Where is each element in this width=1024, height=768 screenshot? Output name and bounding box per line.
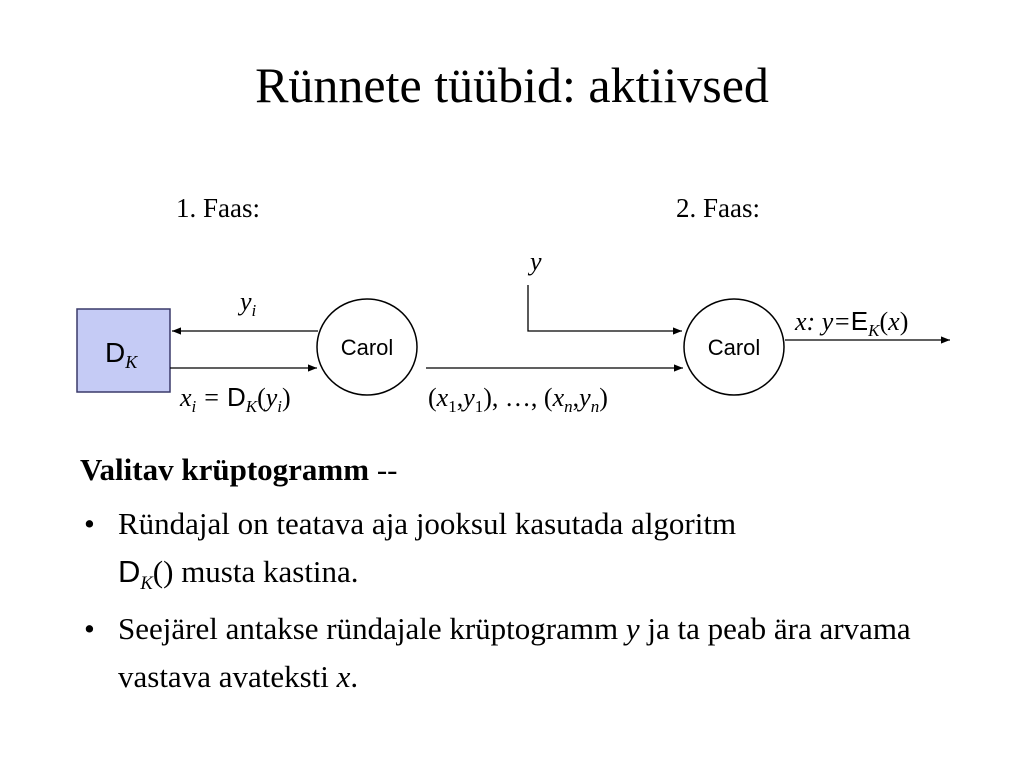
- bullet-1-text-end: () musta kastina.: [152, 553, 359, 589]
- right-carol-node: [683, 298, 785, 396]
- section-heading-text: Valitav krüptogramm: [80, 452, 370, 487]
- oracle-label: DK: [105, 337, 138, 372]
- bullet-2-text-mid: ja ta peab ära arvama vastava avateksti: [118, 610, 911, 694]
- oracle-box: [76, 308, 171, 393]
- ciphertext-input-label: y: [527, 247, 542, 276]
- bullet-2-var-x: x: [336, 658, 351, 694]
- section-heading-suffix: --: [369, 452, 398, 487]
- bullet-2-text-end: .: [350, 658, 359, 694]
- bullet-item-2: • Seejärel antakse ründajale krüptogramm…: [80, 605, 980, 701]
- bullet-2-var-y: y: [625, 610, 640, 646]
- bullet-item-1: • Ründajal on teatava aja jooksul kasuta…: [80, 500, 980, 599]
- section-heading: Valitav krüptogramm --: [80, 447, 980, 494]
- bullet-1-func-sub: K: [140, 572, 153, 594]
- phase-1-label: 1. Faas:: [176, 193, 260, 223]
- pairs-label: (x1,y1), …, (xn,yn): [428, 383, 608, 416]
- bullet-2-text: Seejärel antakse ründajale krüptogramm: [118, 610, 626, 646]
- phase-2-label: 2. Faas:: [676, 193, 760, 223]
- right-carol-label: Carol: [708, 335, 761, 360]
- left-carol-node: [316, 298, 418, 396]
- bullet-dot: •: [84, 610, 95, 646]
- bullet-1-func: D: [118, 553, 141, 589]
- slide-title: Rünnete tüübid: aktiivsed: [255, 57, 769, 113]
- slide-body: Valitav krüptogramm -- • Ründajal on tea…: [80, 447, 980, 701]
- bullet-dot: •: [84, 505, 95, 541]
- left-carol-label: Carol: [341, 335, 394, 360]
- query-label: yi: [237, 287, 257, 320]
- response-label: xi=DK(yi): [179, 382, 291, 416]
- bullet-1-text: Ründajal on teatava aja jooksul kasutada…: [118, 505, 737, 541]
- ciphertext-input-arrow: [527, 285, 682, 335]
- output-label: x: y=EK(x): [794, 306, 908, 340]
